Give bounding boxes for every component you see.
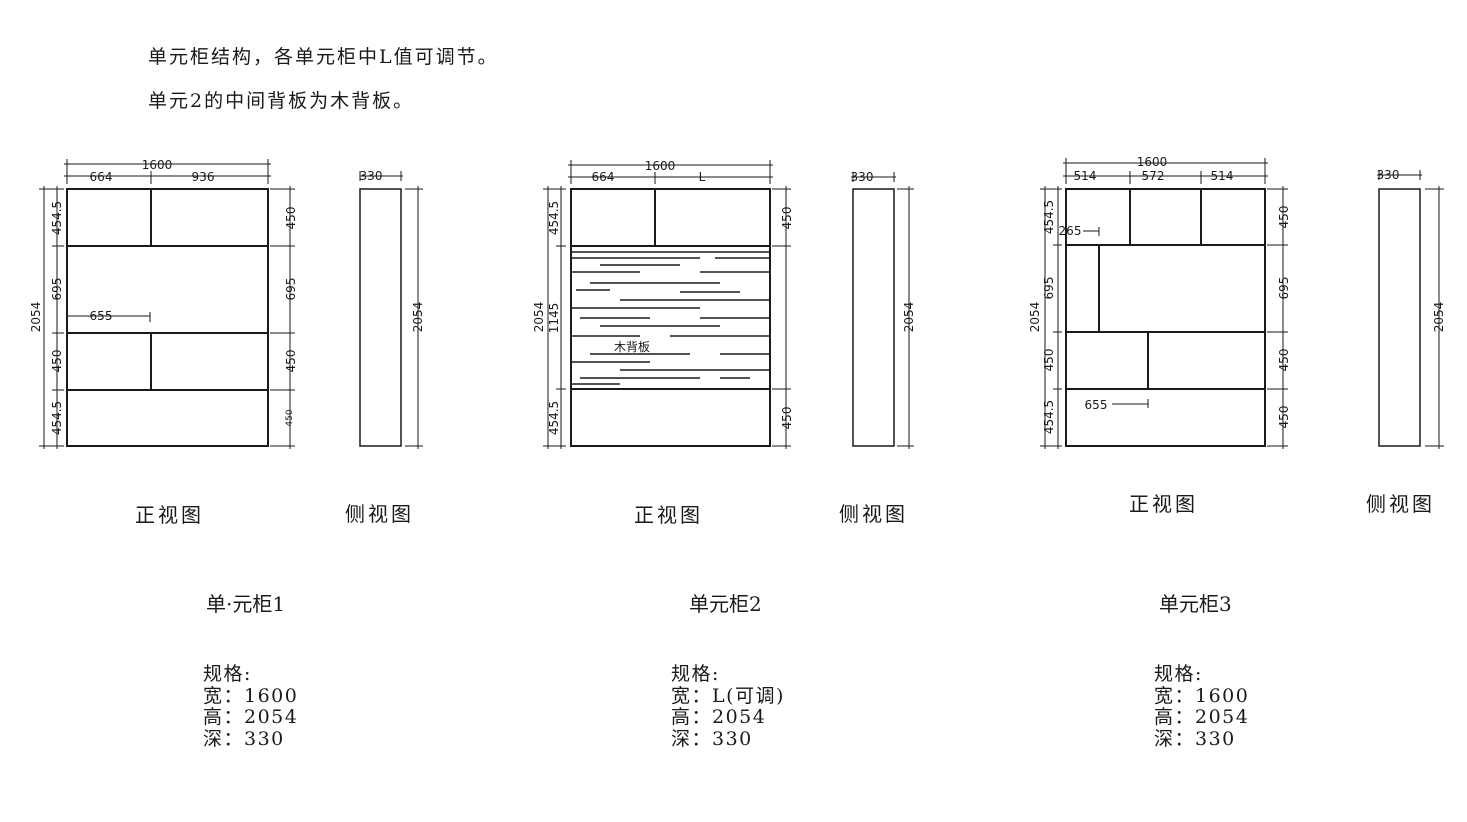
dim-label: 450 <box>1277 349 1291 372</box>
dim-label: 695 <box>50 278 64 301</box>
spec-depth: 深：330 <box>203 727 285 750</box>
spec-width: 宽：L(可调) <box>671 684 785 707</box>
unit3-side-view <box>1377 170 1444 449</box>
wood-back-panel-texture <box>571 251 770 385</box>
dim-label: 655 <box>90 309 113 323</box>
unit1-front-view-label: 正视图 <box>135 503 204 527</box>
unit3-front-view <box>1040 158 1288 449</box>
unit1-side-view-label: 侧视图 <box>345 502 414 526</box>
dim-label: 936 <box>192 170 215 184</box>
spec-width: 宽：1600 <box>1154 684 1250 707</box>
dim-label: 1600 <box>142 158 173 172</box>
wood-back-panel-label: 木背板 <box>614 340 650 354</box>
spec-width: 宽：1600 <box>203 684 299 707</box>
dim-label: 2054 <box>29 302 43 333</box>
dim-label: 330 <box>1377 168 1400 182</box>
unit3-side-view-label: 侧视图 <box>1366 492 1435 516</box>
dim-label: 450 <box>1042 349 1056 372</box>
dim-label: 454.5 <box>50 401 64 435</box>
note-structure: 单元柜结构，各单元柜中L值可调节。 <box>148 46 499 68</box>
spec-heading: 规格: <box>203 663 252 685</box>
dim-label: 454.5 <box>547 401 561 435</box>
spec-depth: 深：330 <box>671 727 753 750</box>
unit2-spec: 规格: 宽：L(可调) 高：2054 深：330 <box>671 663 785 750</box>
dim-label: 454.5 <box>547 201 561 235</box>
dim-label: 1600 <box>1137 155 1168 169</box>
dim-label: 514 <box>1074 169 1097 183</box>
unit1-front-view <box>39 159 295 449</box>
dim-label: 450 <box>780 407 794 430</box>
note-back-panel: 单元2的中间背板为木背板。 <box>148 90 415 112</box>
dim-label: 664 <box>592 170 615 184</box>
dim-label: 2054 <box>1432 302 1446 333</box>
dim-label: 2054 <box>532 302 546 333</box>
unit3-front-view-label: 正视图 <box>1129 492 1198 516</box>
dim-label: 572 <box>1142 169 1165 183</box>
dim-label: 330 <box>360 169 383 183</box>
spec-heading: 规格: <box>1154 663 1203 685</box>
dim-label: 2054 <box>1028 302 1042 333</box>
dim-label: 1145 <box>547 303 561 334</box>
unit1-title: 单·元柜1 <box>206 592 286 616</box>
spec-height: 高：2054 <box>1154 706 1250 728</box>
dim-label: L <box>699 170 706 184</box>
dim-label: 454.5 <box>1042 400 1056 434</box>
unit1-spec: 规格: 宽：1600 高：2054 深：330 <box>203 663 299 750</box>
dim-label: 2054 <box>902 302 916 333</box>
dim-label: 265 <box>1059 224 1082 238</box>
dim-label: 695 <box>284 278 298 301</box>
unit3-spec: 规格: 宽：1600 高：2054 深：330 <box>1154 663 1250 750</box>
dim-label: 454.5 <box>50 201 64 235</box>
unit2-side-view <box>851 172 914 449</box>
dim-label: 450 <box>284 350 298 373</box>
dim-label: 330 <box>851 170 874 184</box>
dim-label: 695 <box>1042 277 1056 300</box>
unit2-front-view-label: 正视图 <box>634 503 703 527</box>
dim-label: 450 <box>1277 206 1291 229</box>
spec-height: 高：2054 <box>203 706 299 728</box>
dim-label: 695 <box>1277 277 1291 300</box>
unit3-title: 单元柜3 <box>1159 592 1232 616</box>
dim-label: 450 <box>50 350 64 373</box>
unit1-side-view <box>359 171 423 449</box>
spec-height: 高：2054 <box>671 706 767 728</box>
dim-label: 454.5 <box>1042 200 1056 234</box>
unit2-side-view-label: 侧视图 <box>839 502 908 526</box>
dim-label: 450 <box>284 207 298 230</box>
unit2-front-view <box>543 160 791 449</box>
dim-label: 655 <box>1085 398 1108 412</box>
dim-label: 450 <box>780 207 794 230</box>
dim-label: 450 <box>285 409 295 426</box>
dim-label: 514 <box>1211 169 1234 183</box>
spec-depth: 深：330 <box>1154 727 1236 750</box>
unit2-title: 单元柜2 <box>689 592 762 616</box>
dim-label: 450 <box>1277 406 1291 429</box>
dim-label: 1600 <box>645 159 676 173</box>
dim-label: 664 <box>90 170 113 184</box>
dim-label: 2054 <box>411 302 425 333</box>
spec-heading: 规格: <box>671 663 720 685</box>
